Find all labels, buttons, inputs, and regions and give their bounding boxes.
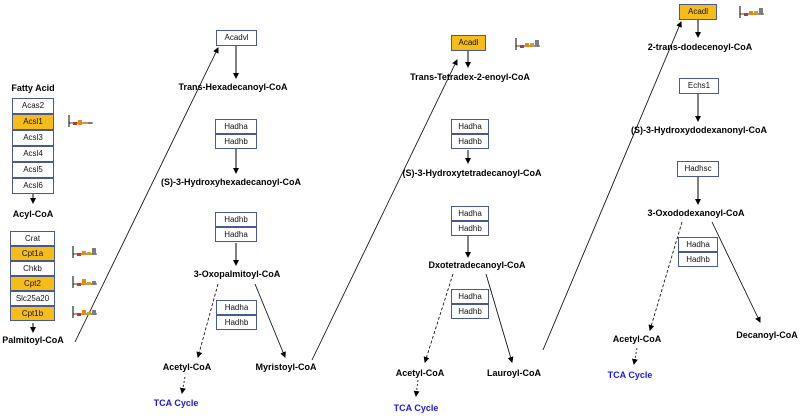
gene-acsl5[interactable]: Acsl5	[12, 162, 54, 178]
edge-c3-acetyl-to-tca	[413, 379, 420, 397]
metabolite-trans-dodecenoyl-coa: 2-trans-dodecenoyl-CoA	[647, 42, 753, 52]
metabolite-myristoyl-coa: Myristoyl-CoA	[255, 362, 317, 372]
gene-acas2[interactable]: Acas2	[12, 98, 54, 114]
enzyme-hadhb-c3-step4[interactable]: Hadhb	[451, 304, 489, 319]
metabolite-acetyl-coa-c3: Acetyl-CoA	[395, 368, 445, 378]
gene-cpt1b[interactable]: Cpt1b	[10, 306, 55, 321]
gene-chkb[interactable]: Chkb	[10, 261, 55, 276]
tca-cycle-link-c4[interactable]: TCA Cycle	[607, 370, 653, 380]
tca-cycle-link-c3[interactable]: TCA Cycle	[393, 403, 439, 413]
expression-plot-acsl1	[68, 115, 93, 127]
metabolite-trans-hexadecanoyl-coa: Trans-Hexadecanoyl-CoA	[178, 82, 288, 92]
metabolite-trans-tetradec-enoyl-coa: Trans-Tetradex-2-enoyl-CoA	[410, 72, 530, 82]
metabolite-oxotetradecanoyl-coa: Dxotetradecanoyl-CoA	[428, 260, 526, 270]
enzyme-hadha-c3-step2[interactable]: Hadha	[451, 119, 489, 134]
gene-slc25a20[interactable]: Slc25a20	[10, 291, 55, 306]
enzyme-echs1[interactable]: Echs1	[679, 78, 719, 94]
enzyme-acadl-c4[interactable]: Acadl	[679, 4, 717, 20]
metabolite-acyl-coa: Acyl-CoA	[12, 209, 54, 219]
enzyme-hadhb-c3-step2[interactable]: Hadhb	[451, 134, 489, 149]
enzyme-hadhb-c2-step3[interactable]: Hadhb	[215, 212, 257, 227]
edge-c2-to-myristoyl	[254, 283, 286, 358]
metabolite-hydroxydodecanoyl-coa: (S)-3-Hydroxydodexanonyl-CoA	[630, 125, 768, 135]
edge-lauroyl-to-acadl	[542, 21, 682, 351]
edge-c3-to-acetyl	[423, 273, 454, 363]
expression-plot-cpt1a	[72, 246, 97, 258]
gene-acsl3[interactable]: Acsl3	[12, 130, 54, 146]
enzyme-hadha-c3-step4[interactable]: Hadha	[451, 289, 489, 304]
enzyme-hadha-c4[interactable]: Hadha	[678, 237, 718, 252]
metabolite-hydroxyhexadecanoyl-coa: (S)-3-Hydroxyhexadecanoyl-CoA	[160, 177, 302, 187]
enzyme-hadhb-c4[interactable]: Hadhb	[678, 252, 718, 267]
enzyme-hadha-c2-step3[interactable]: Hadha	[215, 227, 257, 242]
expression-plot-acadl-c4	[739, 6, 764, 18]
gene-crat[interactable]: Crat	[10, 231, 55, 246]
edge-c4-acetyl-to-tca	[631, 347, 638, 365]
metabolite-acetyl-coa-c2: Acetyl-CoA	[162, 362, 212, 372]
edge-c3-to-lauroyl	[485, 273, 514, 363]
metabolite-fatty-acid: Fatty Acid	[11, 83, 55, 93]
enzyme-hadhb-c2-step2[interactable]: Hadhb	[215, 134, 257, 149]
enzyme-hadhb-c2-step4[interactable]: Hadhb	[216, 315, 257, 330]
edge-c4-to-decanoyl	[711, 221, 761, 323]
enzyme-hadhsc[interactable]: Hadhsc	[677, 161, 719, 177]
expression-plot-cpt2	[72, 276, 97, 288]
metabolite-oxopalmitoyl-coa: 3-Oxopalmitoyl-CoA	[193, 269, 281, 279]
enzyme-acadl-c3[interactable]: Acadl	[451, 35, 486, 51]
gene-cpt1a[interactable]: Cpt1a	[10, 246, 55, 261]
expression-plot-acadl-c3	[515, 38, 540, 50]
metabolite-decanoyl-coa: Decanoyl-CoA	[736, 330, 798, 340]
gene-cpt2[interactable]: Cpt2	[10, 276, 55, 291]
enzyme-hadha-c2-step4[interactable]: Hadha	[216, 300, 257, 315]
enzyme-hadha-c2-step2[interactable]: Hadha	[215, 119, 257, 134]
gene-acsl1[interactable]: Acsl1	[12, 114, 54, 130]
metabolite-acetyl-coa-c4: Acetyl-CoA	[612, 334, 662, 344]
metabolite-oxododecanoyl-coa: 3-Oxododexanoyl-CoA	[647, 208, 745, 218]
metabolite-palmitoyl-coa: Palmitoyl-CoA	[2, 335, 64, 345]
enzyme-acadvl[interactable]: Acadvl	[216, 30, 257, 46]
enzyme-hadha-c3-step3[interactable]: Hadha	[451, 206, 489, 221]
edge-myristoyl-to-acadl	[311, 59, 458, 361]
gene-acsl4[interactable]: Acsl4	[12, 146, 54, 162]
enzyme-hadhb-c3-step3[interactable]: Hadhb	[451, 221, 489, 236]
edge-c2-to-acetyl	[196, 283, 219, 358]
edge-palmitoyl-to-acadvl	[74, 47, 219, 343]
metabolite-lauroyl-coa: Lauroyl-CoA	[487, 368, 541, 378]
expression-plot-cpt1b	[72, 306, 97, 318]
tca-cycle-link-c2[interactable]: TCA Cycle	[153, 398, 199, 408]
gene-acsl6[interactable]: Acsl6	[12, 178, 54, 194]
metabolite-hydroxytetradecanoyl-coa: (S)-3-Hydroxytetradecanoyl-CoA	[402, 168, 542, 178]
edge-c2-acetyl-to-tca	[179, 376, 186, 394]
edge-c4-to-acetyl	[648, 221, 683, 331]
